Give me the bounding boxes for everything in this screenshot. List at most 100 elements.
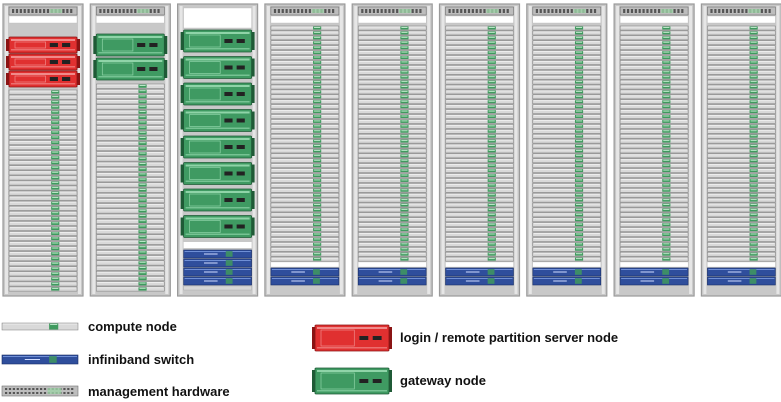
compute-node (445, 247, 514, 252)
infiniband-switch (707, 276, 776, 286)
compute-node (357, 237, 427, 242)
compute-node (707, 70, 776, 75)
management-hardware (96, 6, 165, 16)
compute-node (96, 198, 165, 203)
compute-node (532, 153, 602, 159)
compute-node (270, 217, 340, 223)
compute-node (619, 119, 689, 124)
compute-node (707, 40, 776, 46)
compute-node (8, 115, 78, 120)
compute-node (532, 158, 602, 164)
compute-node (96, 250, 165, 255)
compute-node (8, 221, 78, 226)
compute-node (270, 25, 340, 31)
compute-node (707, 114, 776, 119)
compute-node (357, 45, 427, 50)
compute-node (8, 94, 78, 100)
compute-node (8, 175, 78, 181)
compute-node (707, 84, 776, 90)
compute-node (445, 197, 514, 203)
compute-node (619, 109, 689, 114)
compute-node (532, 207, 602, 213)
compute-node (270, 222, 340, 227)
compute-node (532, 79, 602, 85)
compute-node (8, 190, 78, 196)
compute-node (707, 237, 776, 242)
compute-node (8, 130, 78, 135)
compute-node (707, 192, 776, 198)
compute-node (270, 256, 340, 262)
compute-node (270, 138, 340, 144)
gateway-node (180, 29, 255, 53)
rack-6 (438, 3, 521, 297)
compute-node (270, 50, 340, 55)
compute-node (532, 227, 602, 232)
compute-node (532, 202, 602, 208)
compute-node (270, 55, 340, 60)
compute-node (96, 244, 165, 250)
compute-node (270, 124, 340, 129)
legend-swatch-management (1, 385, 79, 397)
compute-node (619, 138, 689, 144)
compute-node (96, 88, 165, 94)
compute-node (357, 163, 427, 168)
compute-node (96, 270, 165, 276)
compute-node (270, 227, 340, 232)
compute-node (1, 322, 79, 331)
compute-node (619, 251, 689, 257)
legend-label-compute: compute node (88, 319, 177, 334)
compute-node (8, 185, 78, 191)
legend-swatch-compute (1, 322, 79, 331)
compute-node (96, 151, 165, 157)
compute-node (532, 55, 602, 60)
compute-node (357, 212, 427, 218)
compute-node (532, 256, 602, 262)
compute-node (270, 163, 340, 168)
compute-node (357, 251, 427, 257)
compute-node (619, 79, 689, 85)
compute-node (445, 94, 514, 100)
infiniband-switch (357, 276, 427, 286)
infiniband-switch (357, 267, 427, 277)
compute-node (96, 182, 165, 188)
compute-node (532, 222, 602, 227)
compute-node (619, 133, 689, 139)
compute-node (96, 120, 165, 125)
compute-node (8, 256, 78, 262)
compute-node (8, 236, 78, 241)
compute-node (619, 89, 689, 95)
compute-node (8, 205, 78, 211)
compute-node (619, 65, 689, 70)
compute-node (619, 25, 689, 31)
compute-node (707, 60, 776, 65)
compute-node (445, 99, 514, 105)
compute-node (357, 25, 427, 31)
compute-node (619, 242, 689, 247)
compute-node (619, 173, 689, 178)
compute-node (532, 188, 602, 193)
compute-node (707, 148, 776, 154)
compute-node (619, 212, 689, 218)
compute-node (707, 168, 776, 173)
gateway-node (180, 162, 255, 185)
compute-node (445, 70, 514, 75)
compute-node (8, 286, 78, 292)
compute-node (707, 104, 776, 109)
compute-node (619, 50, 689, 55)
compute-node (445, 50, 514, 55)
compute-node (270, 89, 340, 95)
compute-node (707, 153, 776, 159)
compute-node (445, 133, 514, 139)
compute-node (445, 173, 514, 178)
compute-node (270, 119, 340, 124)
compute-node (8, 104, 78, 110)
compute-node (270, 30, 340, 36)
infiniband-switch (183, 258, 252, 268)
compute-node (619, 227, 689, 232)
compute-node (357, 153, 427, 159)
compute-node (357, 173, 427, 178)
gateway-node (93, 33, 168, 57)
compute-node (96, 109, 165, 115)
compute-node (445, 40, 514, 46)
compute-node (619, 178, 689, 183)
